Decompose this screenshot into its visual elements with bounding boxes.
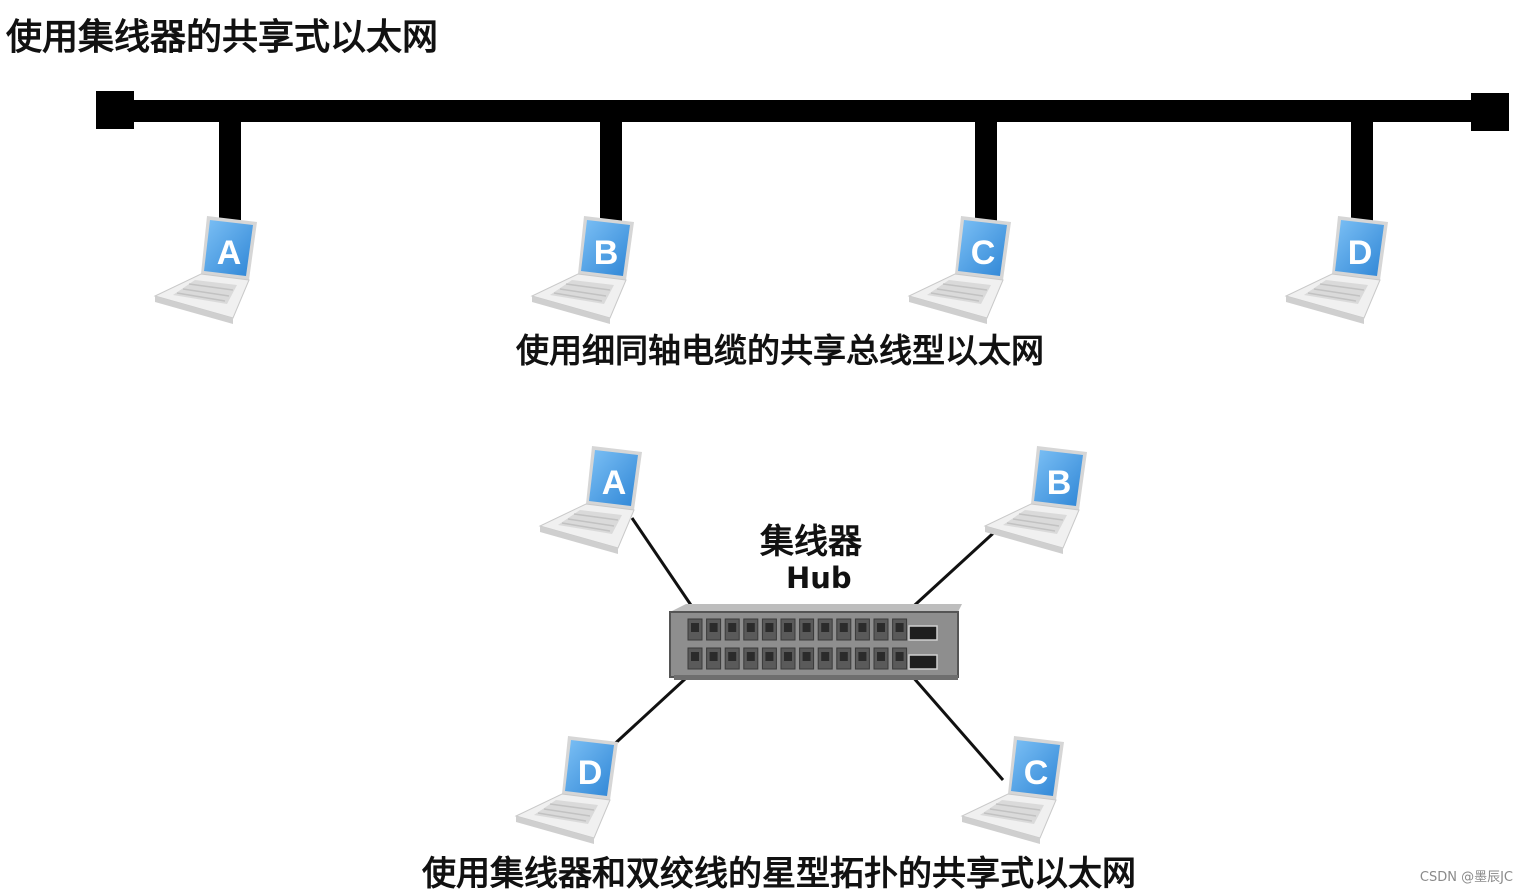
- bus-node-label-d: D: [1348, 234, 1373, 272]
- hub-port-socket: [877, 652, 885, 661]
- bus-node-label-c: C: [971, 234, 996, 272]
- bus-laptop-d: D: [1285, 215, 1389, 325]
- star-laptop-c: C: [961, 735, 1065, 845]
- hub-port-socket: [728, 652, 737, 661]
- hub-port-socket: [895, 623, 904, 632]
- hub-port-socket: [877, 623, 885, 632]
- bus-node-label-a: A: [217, 234, 242, 272]
- hub-port-socket: [728, 623, 737, 632]
- hub-port-socket: [784, 623, 792, 632]
- star-node-label-a: A: [602, 464, 627, 502]
- hub-port-socket: [765, 623, 774, 632]
- hub-port-socket: [691, 652, 699, 661]
- bus-laptop-c: C: [908, 215, 1012, 325]
- hub-label: 集线器: [760, 522, 862, 562]
- star-node-label-d: D: [578, 754, 603, 792]
- twisted-pair-cables: [606, 517, 1005, 781]
- star-node-label-c: C: [1024, 754, 1049, 792]
- star-laptop-d: D: [515, 735, 619, 845]
- star-laptop-a: A: [539, 445, 643, 555]
- bus-drop-cables: [219, 121, 1373, 228]
- page-title: 使用集线器的共享式以太网: [6, 17, 439, 58]
- hub-port-socket: [839, 652, 848, 661]
- hub-port-socket: [802, 623, 811, 632]
- star-caption: 使用集线器和双绞线的星型拓扑的共享式以太网: [422, 854, 1136, 894]
- bus-laptop-a: A: [154, 215, 258, 325]
- hub-port-socket: [709, 623, 718, 632]
- watermark: CSDN @墨辰JC: [1419, 870, 1513, 885]
- hub-port-socket: [691, 623, 699, 632]
- hub-sublabel: Hub: [786, 561, 852, 595]
- hub-ports: [687, 618, 908, 670]
- star-node-label-b: B: [1047, 464, 1072, 502]
- hub-port-socket: [821, 623, 830, 632]
- hub-port-socket: [839, 623, 848, 632]
- hub-device: [669, 604, 962, 680]
- star-laptop-b: B: [984, 445, 1088, 555]
- hub-port-socket: [709, 652, 718, 661]
- hub-port-socket: [802, 652, 811, 661]
- hub-port-socket: [746, 652, 755, 661]
- bus-laptop-b: B: [531, 215, 635, 325]
- hub-port-socket: [858, 652, 867, 661]
- bus-node-label-b: B: [594, 234, 619, 272]
- hub-port-socket: [784, 652, 792, 661]
- hub-port-socket: [895, 652, 904, 661]
- bus-caption: 使用细同轴电缆的共享总线型以太网: [516, 331, 1044, 370]
- hub-port-socket: [746, 623, 755, 632]
- hub-port-socket: [858, 623, 867, 632]
- hub-port-socket: [821, 652, 830, 661]
- hub-port-socket: [765, 652, 774, 661]
- bus-cable: [96, 91, 1509, 131]
